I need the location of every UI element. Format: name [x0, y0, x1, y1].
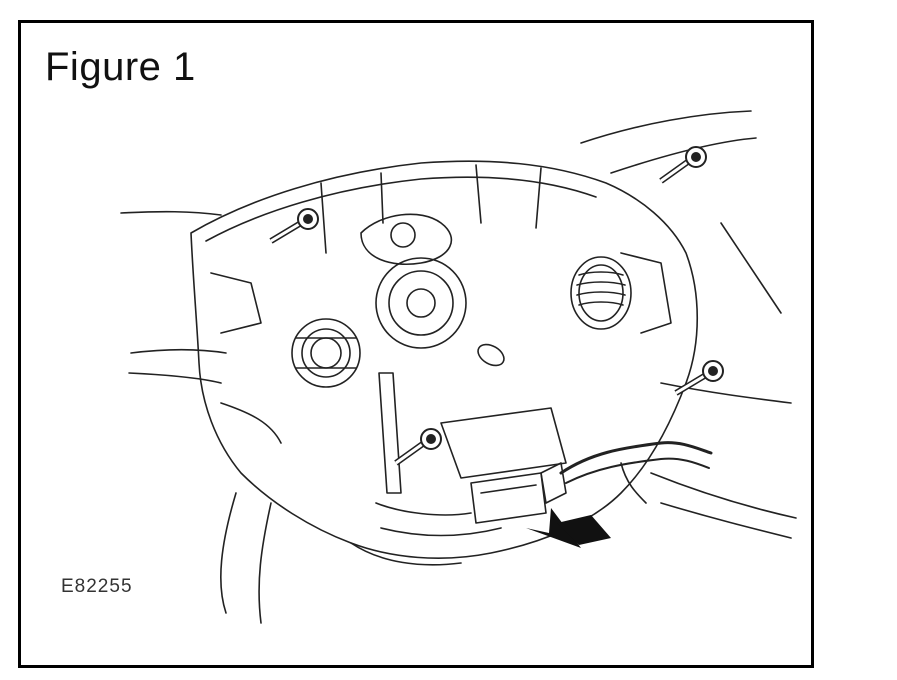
- arrow-icon: [526, 508, 611, 548]
- figure-frame: Figure 1: [18, 20, 814, 668]
- figure-title: Figure 1: [45, 45, 196, 89]
- reference-code: E82255: [61, 576, 133, 597]
- bolt-right: [674, 360, 724, 396]
- center-hub: [360, 213, 505, 367]
- wiring-harness: [559, 441, 713, 504]
- bolt-lower-center: [394, 428, 442, 466]
- bolt-icon: [269, 146, 724, 466]
- steering-wheel-airbag-diagram: [120, 110, 797, 624]
- left-spring: [291, 318, 361, 388]
- lower-module: [375, 372, 567, 524]
- right-spring: [570, 256, 632, 330]
- bolt-top-right: [659, 146, 707, 184]
- bolt-top-left: [269, 208, 319, 244]
- hub-body: [190, 160, 699, 566]
- wheel-rim: [120, 110, 797, 624]
